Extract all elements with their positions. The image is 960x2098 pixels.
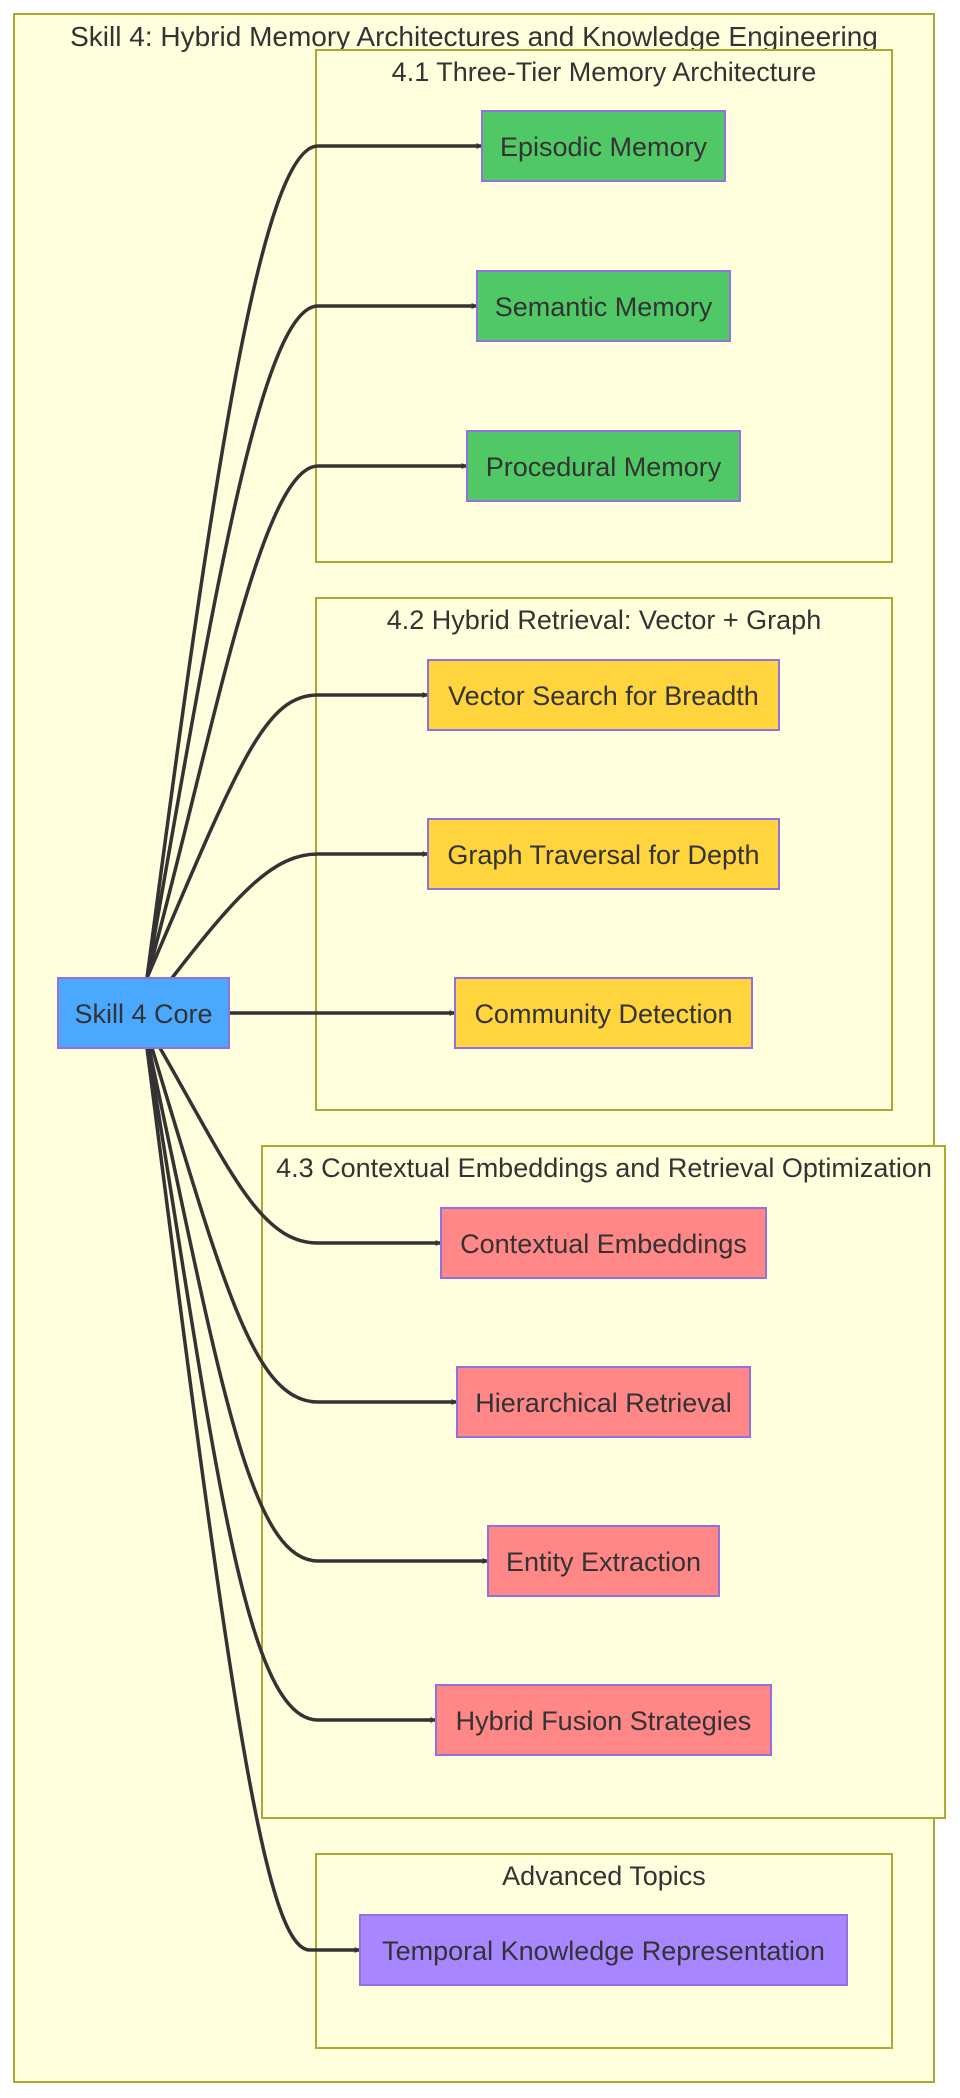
- node-entity-extraction[interactable]: Entity Extraction: [487, 1525, 720, 1597]
- node-graph-traversal[interactable]: Graph Traversal for Depth: [427, 818, 780, 890]
- edge-core-semantic: [145, 303, 478, 979]
- node-hybrid-fusion[interactable]: Hybrid Fusion Strategies: [435, 1684, 772, 1756]
- edge-core-episodic: [145, 143, 483, 979]
- edge-core-fusion: [146, 1047, 437, 1723]
- node-label: Temporal Knowledge Representation: [382, 1936, 825, 1966]
- node-semantic-memory[interactable]: Semantic Memory: [476, 270, 731, 342]
- edge-core-graph: [170, 851, 429, 980]
- node-contextual-embeddings[interactable]: Contextual Embeddings: [440, 1207, 767, 1279]
- node-vector-search[interactable]: Vector Search for Breadth: [427, 659, 780, 731]
- node-label: Hierarchical Retrieval: [475, 1388, 732, 1418]
- node-label: Entity Extraction: [506, 1547, 701, 1577]
- node-label: Contextual Embeddings: [460, 1229, 747, 1259]
- edges: [145, 143, 489, 1953]
- edge-core-temporal: [145, 1047, 361, 1953]
- node-procedural-memory[interactable]: Procedural Memory: [466, 430, 741, 502]
- node-label: Graph Traversal for Depth: [447, 840, 759, 870]
- node-community-detection[interactable]: Community Detection: [454, 977, 753, 1049]
- edge-core-procedural: [145, 463, 468, 979]
- node-label: Hybrid Fusion Strategies: [456, 1706, 752, 1736]
- group-title: 4.2 Hybrid Retrieval: Vector + Graph: [387, 605, 821, 635]
- edge-core-vector: [145, 692, 429, 979]
- node-label: Community Detection: [474, 999, 732, 1029]
- node-label: Vector Search for Breadth: [448, 681, 759, 711]
- edge-core-hierarchical: [150, 1047, 458, 1405]
- edge-core-contextual: [158, 1047, 442, 1246]
- group-title: Advanced Topics: [502, 1861, 706, 1891]
- node-label: Episodic Memory: [500, 132, 708, 162]
- core-node[interactable]: Skill 4 Core: [57, 977, 230, 1049]
- node-label: Procedural Memory: [486, 452, 722, 482]
- node-episodic-memory[interactable]: Episodic Memory: [481, 110, 726, 182]
- group-title: 4.1 Three-Tier Memory Architecture: [392, 57, 817, 87]
- group-title: 4.3 Contextual Embeddings and Retrieval …: [276, 1153, 932, 1183]
- edge-core-entity: [147, 1047, 489, 1564]
- core-node-label: Skill 4 Core: [74, 999, 212, 1029]
- node-temporal-knowledge[interactable]: Temporal Knowledge Representation: [359, 1914, 848, 1986]
- node-label: Semantic Memory: [495, 292, 713, 322]
- node-hierarchical-retrieval[interactable]: Hierarchical Retrieval: [456, 1366, 751, 1438]
- diagram-title: Skill 4: Hybrid Memory Architectures and…: [70, 21, 878, 52]
